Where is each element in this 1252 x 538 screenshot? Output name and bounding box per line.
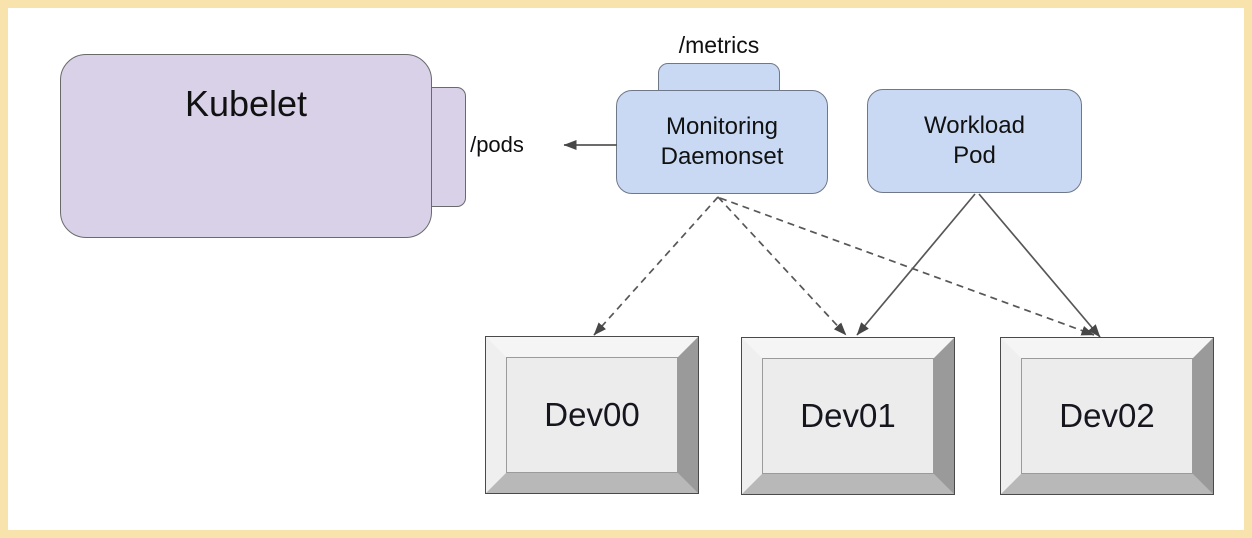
node-monitoring-daemonset: Monitoring Daemonset <box>616 90 828 194</box>
node-dev00: Dev00 <box>485 336 699 494</box>
edge-monitoring-to-dev02 <box>719 197 1095 336</box>
edge-monitoring-to-dev00 <box>593 196 719 336</box>
dev00-label: Dev00 <box>506 357 678 473</box>
workload-pod-label: Workload Pod <box>924 112 1025 169</box>
node-kubelet: Kubelet <box>60 54 432 238</box>
node-workload-pod: Workload Pod <box>867 89 1082 193</box>
diagram-canvas: Kubelet /pods /metrics Monitoring Daemon… <box>8 8 1244 530</box>
edge-workload-to-dev02 <box>978 193 1101 338</box>
edge-monitoring-to-dev01 <box>717 196 847 336</box>
monitoring-daemonset-label: Monitoring Daemonset <box>660 113 784 170</box>
edge-workload-to-dev01 <box>856 193 976 336</box>
node-dev01: Dev01 <box>741 337 955 495</box>
pods-endpoint-label: /pods <box>470 132 524 157</box>
dev01-label: Dev01 <box>762 358 934 474</box>
node-dev02: Dev02 <box>1000 337 1214 495</box>
metrics-endpoint-label: /metrics <box>678 32 760 58</box>
dev02-label: Dev02 <box>1021 358 1193 474</box>
kubelet-label: Kubelet <box>184 83 308 124</box>
